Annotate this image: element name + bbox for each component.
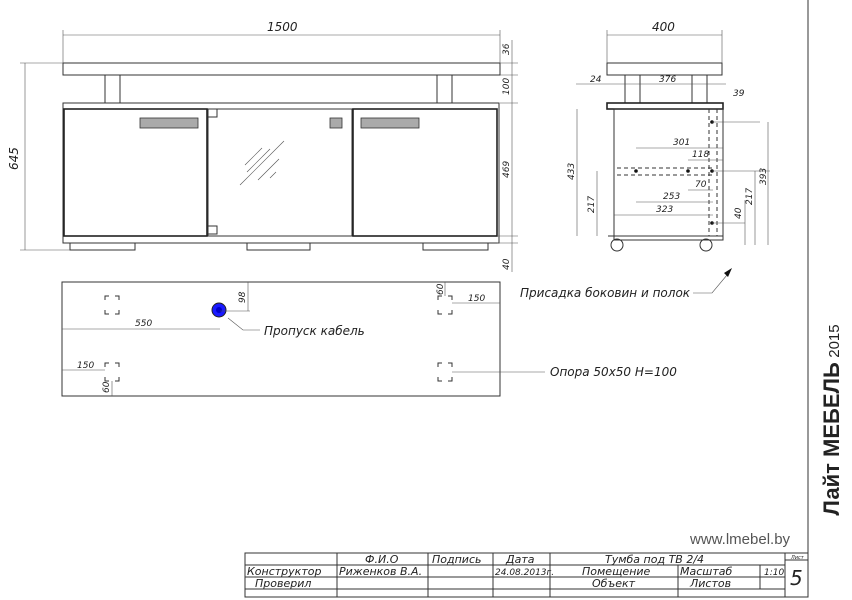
handle-pattern — [329, 117, 343, 129]
website-watermark: www.lmebel.by — [690, 531, 791, 548]
svg-text:253: 253 — [663, 192, 680, 202]
dim-plinth: 40 — [502, 258, 512, 270]
svg-text:24: 24 — [590, 75, 602, 85]
svg-text:Лист: Лист — [790, 555, 805, 561]
dim-top: 36 — [502, 43, 512, 55]
svg-text:301: 301 — [673, 138, 690, 148]
handle-pattern — [139, 117, 199, 129]
hinge — [207, 225, 218, 235]
side-view: 400 24 376 39 433 217 301 118 70 253 323… — [520, 20, 770, 300]
svg-text:118: 118 — [692, 150, 709, 160]
brand-year: 2015 — [826, 324, 843, 358]
svg-text:Объект: Объект — [592, 577, 636, 590]
svg-text:60: 60 — [102, 381, 112, 393]
door-left — [63, 108, 208, 237]
svg-text:Риженков В.А.: Риженков В.А. — [339, 565, 422, 578]
svg-text:Подпись: Подпись — [432, 553, 481, 566]
svg-text:Масштаб: Масштаб — [680, 565, 732, 578]
svg-text:24.08.2013г.: 24.08.2013г. — [495, 568, 554, 578]
cabinet-body — [62, 102, 500, 244]
foot — [422, 242, 489, 251]
top-slab — [606, 62, 723, 76]
front-view: 1500 645 36 100 469 40 — [7, 20, 518, 272]
svg-text:98: 98 — [238, 291, 248, 303]
support-mark — [104, 295, 453, 382]
svg-text:150: 150 — [77, 361, 94, 371]
svg-text:217: 217 — [587, 196, 597, 213]
door-glass — [207, 108, 353, 237]
svg-text:217: 217 — [745, 188, 755, 205]
svg-text:Дата: Дата — [505, 553, 535, 566]
top-slab — [62, 62, 501, 76]
svg-text:323: 323 — [656, 205, 673, 215]
svg-text:1:10: 1:10 — [764, 568, 784, 578]
dim-body: 469 — [502, 161, 512, 178]
svg-text:39: 39 — [733, 89, 745, 99]
svg-text:550: 550 — [135, 319, 152, 329]
foot — [246, 242, 311, 251]
support-label: Опора 50x50 H=100 — [550, 365, 677, 379]
svg-text:150: 150 — [468, 294, 485, 304]
svg-text:70: 70 — [695, 180, 707, 190]
brand-name: Лайт МЕБЕЛЬ — [819, 362, 844, 516]
svg-text:Помещение: Помещение — [582, 565, 651, 578]
dim-legs: 100 — [502, 78, 512, 95]
brand-logo: Лайт МЕБЕЛЬ 2015 — [812, 300, 852, 540]
title-block: Ф.И.О Подпись Дата Тумба под ТВ 2/4 Конс… — [244, 552, 809, 598]
svg-text:60: 60 — [436, 283, 446, 295]
dim-height: 645 — [7, 147, 21, 170]
svg-text:433: 433 — [567, 163, 577, 180]
svg-text:40: 40 — [734, 207, 744, 219]
door-right — [352, 108, 498, 237]
handle-pattern — [360, 117, 420, 129]
foot — [69, 242, 136, 251]
svg-text:393: 393 — [759, 168, 769, 185]
hinge — [207, 108, 218, 118]
top-leg — [436, 74, 453, 104]
drilling-note: Присадка боковин и полок — [520, 286, 691, 300]
dim-width: 1500 — [267, 20, 298, 34]
top-leg — [104, 74, 121, 104]
plan-view: 550 98 60 150 150 60 Пропуск кабель Опор… — [61, 281, 677, 397]
svg-text:Конструктор: Конструктор — [247, 565, 321, 578]
glass-hatch — [239, 140, 285, 186]
svg-text:Проверил: Проверил — [255, 577, 311, 590]
svg-text:Листов: Листов — [689, 577, 731, 590]
svg-text:Ф.И.О: Ф.И.О — [365, 553, 399, 566]
svg-text:376: 376 — [659, 75, 676, 85]
cable-label: Пропуск кабель — [264, 324, 365, 338]
dim-depth: 400 — [652, 20, 675, 34]
product-name: Тумба под ТВ 2/4 — [605, 553, 704, 566]
sheet-number: 5 — [790, 566, 803, 590]
